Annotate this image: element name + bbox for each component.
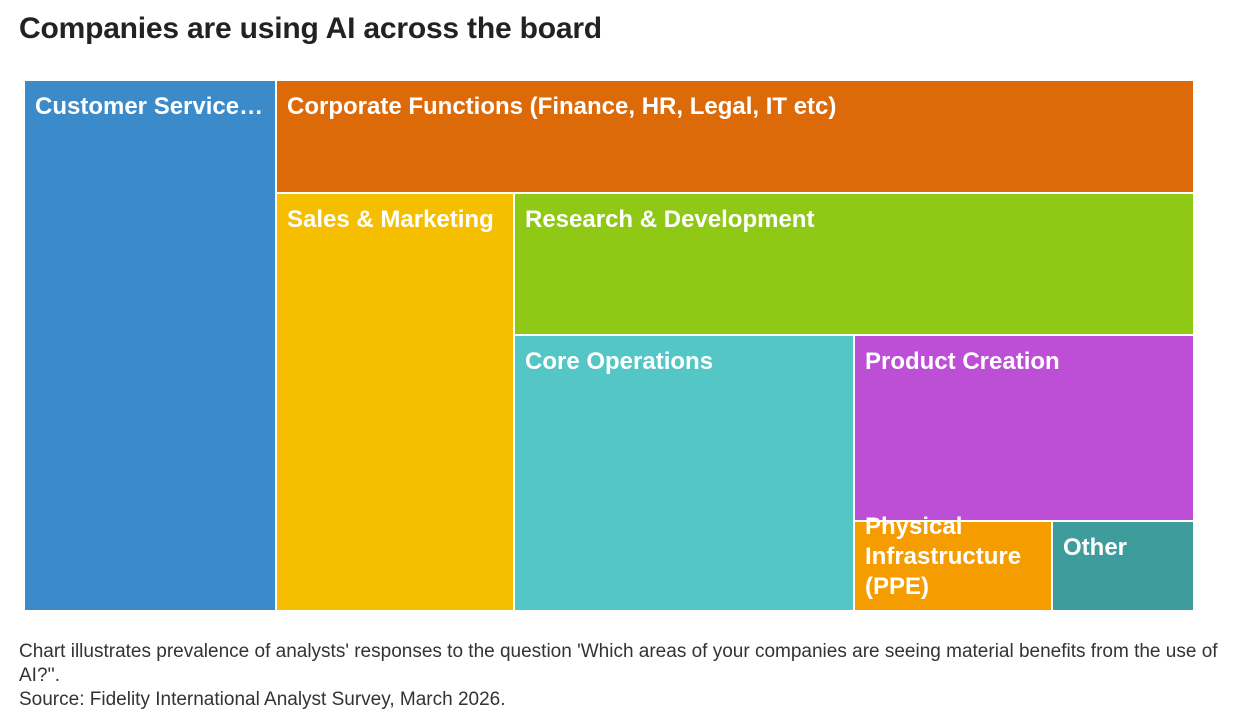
tile-product-creation: [853, 334, 1194, 522]
tile-research-development: [513, 192, 1194, 336]
footnote-source: Source: Fidelity International Analyst S…: [19, 689, 506, 710]
chart-title: Companies are using AI across the board: [19, 12, 602, 45]
tile-label: Research & Development: [525, 206, 814, 233]
tile-customer-service: [24, 80, 277, 611]
tile-label: Sales & Marketing: [287, 206, 494, 233]
tile-label: Customer Service…: [35, 93, 263, 120]
chart-footnote: Chart illustrates prevalence of analysts…: [19, 640, 1219, 712]
tile-sales-marketing: [275, 192, 515, 611]
tile-corporate-functions-finance-hr-legal-it-etc: [275, 80, 1194, 194]
tile-label: Core Operations: [525, 348, 713, 375]
tile-core-operations: [513, 334, 855, 611]
treemap-chart: Customer Service… Corporate Functions (Fi…: [24, 80, 1194, 611]
treemap-svg: Customer Service… Corporate Functions (Fi…: [24, 80, 1194, 611]
tile-other: [1051, 520, 1194, 611]
tile-physical-infrastructure-ppe: [853, 520, 1053, 611]
tile-label: Product Creation: [865, 348, 1060, 375]
tile-label: Corporate Functions (Finance, HR, Legal,…: [287, 93, 836, 120]
tile-label: Other: [1063, 534, 1127, 561]
footnote-description: Chart illustrates prevalence of analysts…: [19, 641, 1218, 686]
